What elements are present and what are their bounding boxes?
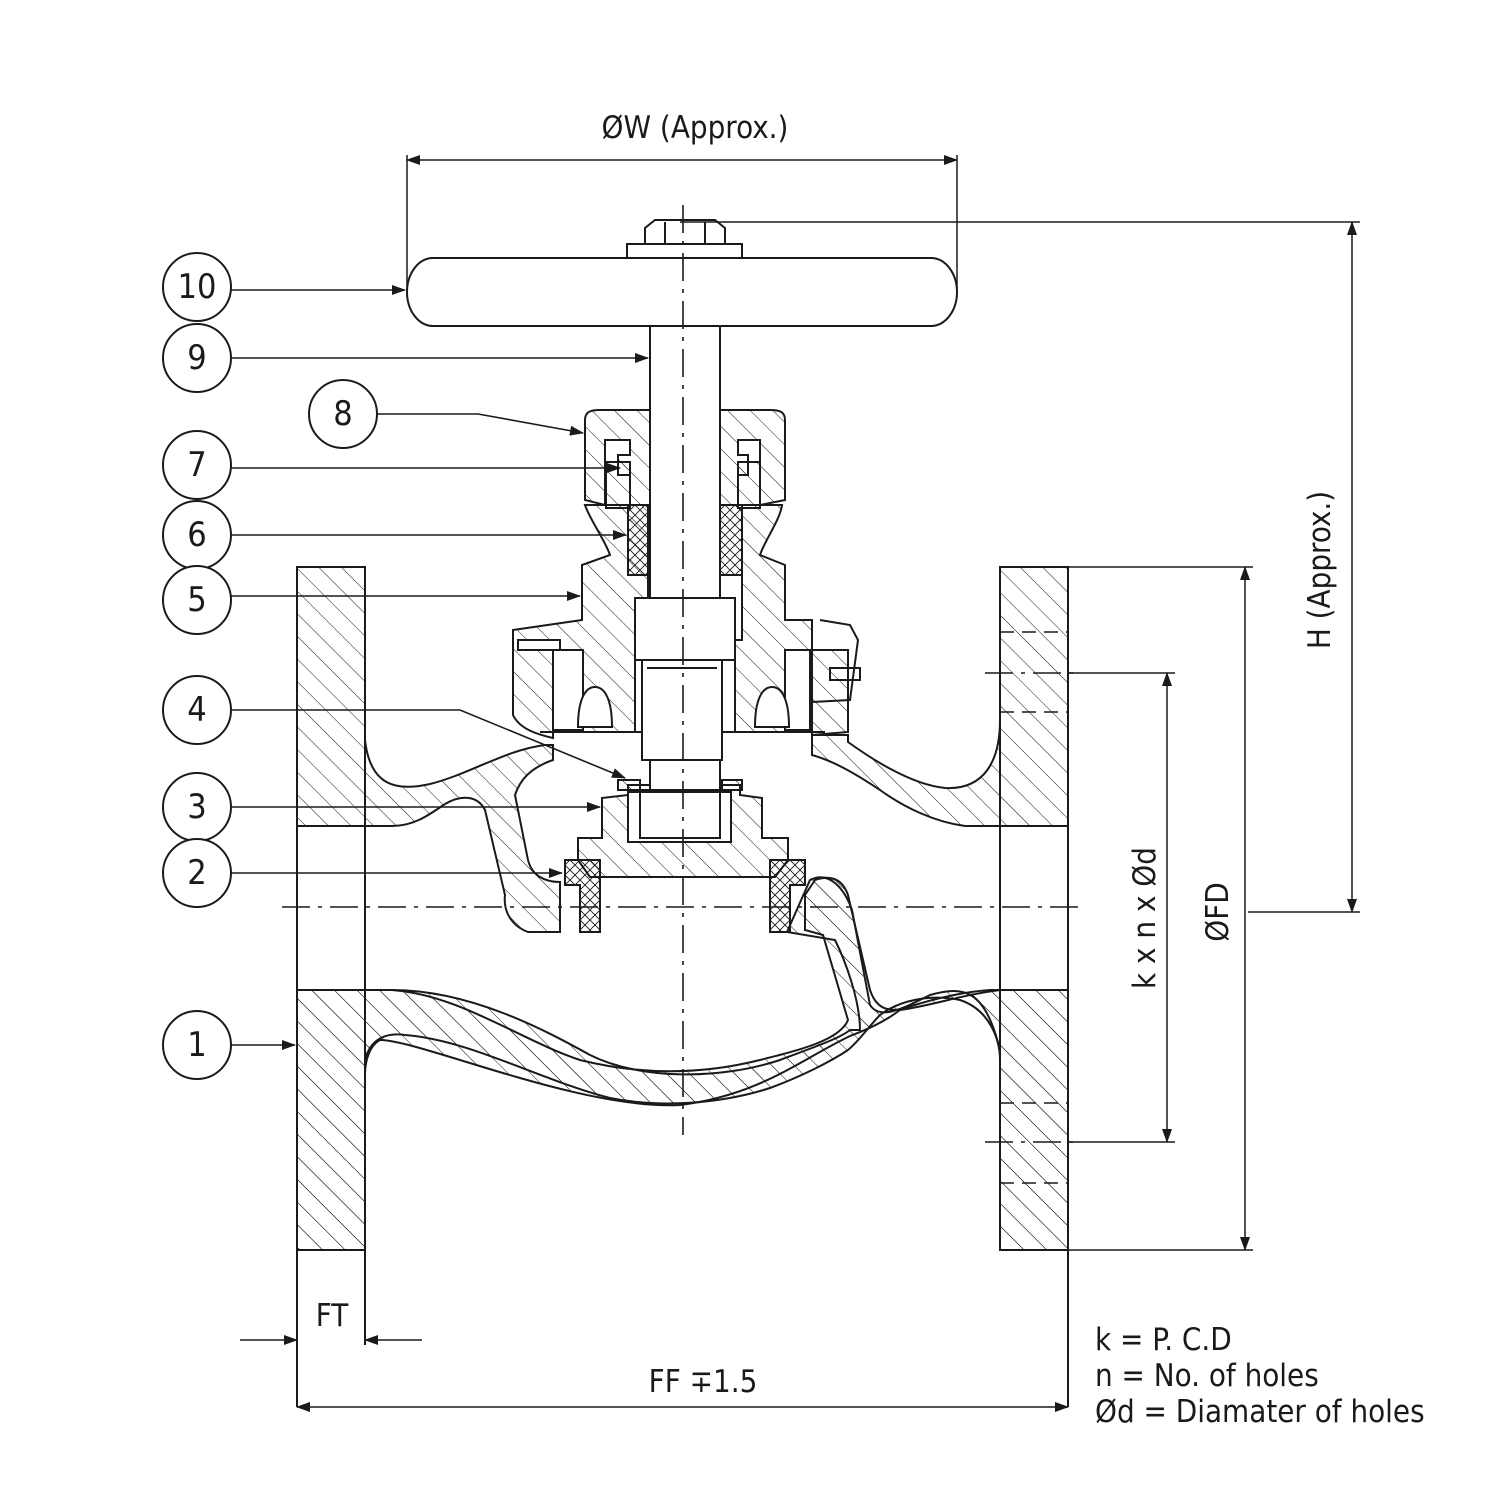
flange-diameter-label: ØFD: [1200, 882, 1236, 941]
disc-nut: [617, 779, 743, 791]
dimension-lines: [240, 155, 1360, 1412]
callout-9: 9: [162, 323, 649, 393]
legend: k = P. C.D n = No. of holes Ød = Diamate…: [1095, 1322, 1425, 1430]
legend-line-k: k = P. C.D: [1095, 1322, 1232, 1358]
callout-label: 5: [187, 580, 206, 620]
face-to-face-label: FF ∓1.5: [649, 1364, 758, 1400]
legend-line-d: Ød = Diamater of holes: [1095, 1394, 1425, 1430]
callout-2: 2: [162, 838, 563, 908]
callout-label: 1: [187, 1025, 206, 1065]
legend-line-n: n = No. of holes: [1095, 1358, 1319, 1394]
callout-6: 6: [162, 500, 627, 570]
handwheel: [406, 219, 958, 327]
flange-thickness-label: FT: [316, 1298, 350, 1334]
callout-label: 2: [187, 853, 206, 893]
callout-label: 10: [178, 267, 217, 307]
gland-packing: [627, 504, 743, 576]
height-label: H (Approx.): [1302, 491, 1338, 649]
callout-label: 8: [333, 394, 352, 434]
callout-8: 8: [308, 379, 584, 449]
stem: [634, 319, 736, 791]
callout-3: 3: [162, 772, 601, 842]
center-lines: [282, 205, 1085, 1135]
callout-label: 4: [187, 690, 206, 730]
callout-5: 5: [162, 565, 581, 635]
callout-10: 10: [162, 252, 406, 322]
callout-label: 9: [187, 338, 206, 378]
valve-body: [296, 566, 1080, 1407]
callout-7: 7: [162, 430, 621, 500]
callout-label: 7: [187, 445, 206, 485]
handwheel-diameter-label: ØW (Approx.): [602, 110, 789, 146]
callout-label: 6: [187, 515, 206, 555]
callout-label: 3: [187, 787, 206, 827]
callout-1: 1: [162, 1010, 296, 1080]
bolt-holes-label: k x n x Ød: [1127, 847, 1163, 989]
callout-4: 4: [162, 675, 626, 779]
